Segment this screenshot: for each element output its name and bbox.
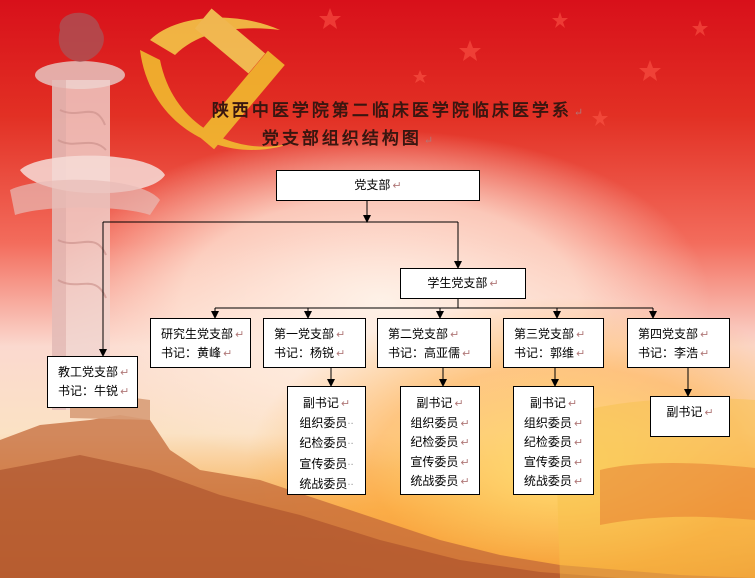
committee-item: 组织委员↵ [410, 415, 470, 430]
branch1-label: 第一党支部↵ [274, 327, 346, 341]
committee-item: 纪检委员↵ [523, 435, 584, 449]
committee-item: 宣传委员↵ [410, 454, 470, 469]
chart-title: 陕西中医学院第二临床医学院临床医学系↵ [211, 101, 584, 121]
graduate-branch-label: 研究生党支部↵ [161, 327, 245, 341]
committee-item: 宣传委员·· [299, 456, 354, 471]
branch2-node: 第二党支部↵ 书记：高亚儒↵ [377, 318, 491, 368]
committee-item: 副书记↵ [302, 396, 351, 410]
branch3-node: 第三党支部↵ 书记：郭维↵ [503, 318, 604, 368]
branch3-committee-box: 副书记↵ 组织委员↵ 纪检委员↵ 宣传委员↵ 统战委员↵ [513, 386, 594, 495]
committee-item: 副书记↵ [529, 396, 578, 410]
faculty-party-branch-node: 教工党支部↵ 书记：牛锐↵ [47, 356, 138, 408]
faculty-branch-label: 教工党支部↵ [58, 365, 130, 379]
committee-item: 组织委员↵ [523, 415, 584, 430]
committee-item: 纪检委员↵ [410, 435, 470, 449]
student-party-branch-node: 学生党支部↵ [400, 268, 526, 299]
committee-item: 统战委员·· [299, 477, 354, 491]
committee-item: 统战委员↵ [523, 474, 584, 488]
chart-subtitle: 党支部组织结构图↵ [261, 129, 434, 149]
graduate-party-branch-node: 研究生党支部↵ 书记：黄峰↵ [150, 318, 251, 368]
branch2-secretary: 书记：高亚儒↵ [388, 346, 472, 360]
branch1-committee-box: 副书记↵ 组织委员·· 纪检委员·· 宣传委员·· 统战委员·· [287, 386, 366, 495]
root-party-branch-node: 党支部↵ [276, 170, 480, 201]
party-emblem [140, 8, 300, 150]
star-decorations [319, 8, 708, 126]
branch1-node: 第一党支部↵ 书记：杨锐↵ [263, 318, 366, 368]
committee-item: 纪检委员·· [299, 436, 354, 450]
graduate-branch-secretary: 书记：黄峰↵ [161, 346, 233, 360]
branch3-secretary: 书记：郭维↵ [514, 346, 586, 360]
branch3-label: 第三党支部↵ [514, 327, 586, 341]
branch4-committee-box: 副书记↵ [650, 396, 730, 437]
committee-item: 副书记↵ [416, 396, 464, 410]
branch1-secretary: 书记：杨锐↵ [274, 346, 346, 360]
committee-item: 宣传委员↵ [523, 454, 584, 469]
committee-item: 统战委员↵ [410, 474, 470, 488]
branch4-node: 第四党支部↵ 书记：李浩↵ [627, 318, 730, 368]
faculty-branch-secretary: 书记：牛锐↵ [58, 384, 130, 398]
branch4-label: 第四党支部↵ [638, 327, 710, 341]
branch4-secretary: 书记：李浩↵ [638, 346, 710, 360]
branch2-label: 第二党支部↵ [388, 327, 460, 341]
committee-item: 组织委员·· [299, 415, 354, 430]
committee-item: 副书记↵ [666, 405, 714, 419]
branch2-committee-box: 副书记↵ 组织委员↵ 纪检委员↵ 宣传委员↵ 统战委员↵ [400, 386, 480, 495]
